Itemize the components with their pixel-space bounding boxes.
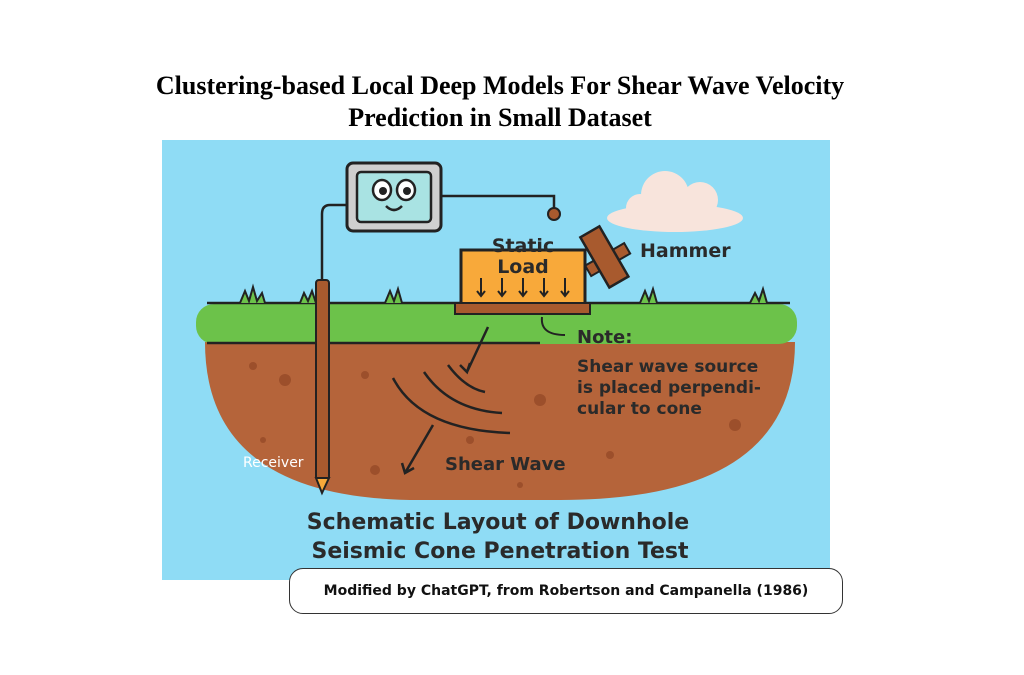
paper-title-line-1: Clustering-based Local Deep Models For S… [155,71,845,100]
soil-layer [205,342,795,500]
note-pointer [540,316,566,336]
static-load-label-2: Load [497,256,549,278]
receiver-cable [320,203,347,282]
cloud-icon [607,171,743,232]
static-load-label-1: Static [492,235,554,257]
soil-pebbles [249,362,741,488]
schematic-title-2: Seismic Cone Penetration Test [311,539,689,564]
grass-tufts [239,283,768,305]
shear-wave-arcs [391,326,511,475]
grass-layer [196,304,797,344]
note-line-3: cular to cone [577,399,702,419]
monitor-icon [345,161,443,233]
load-arrows [476,278,570,298]
schematic-title-1: Schematic Layout of Downhole [307,510,689,535]
note-line-1: Shear wave source [577,357,758,377]
note-line-2: is placed perpendi- [577,378,761,398]
note-title: Note: [577,327,632,348]
receiver-cone-rod [314,279,331,496]
static-load-box [454,248,591,315]
shear-wave-label: Shear Wave [445,454,566,475]
hammer-icon [578,224,632,290]
receiver-label: Receiver [243,455,304,471]
image-credit-caption: Modified by ChatGPT, from Robertson and … [289,568,843,614]
trigger-cable [441,194,556,212]
hammer-label: Hammer [640,240,731,262]
paper-title-line-2: Prediction in Small Dataset [348,103,652,132]
